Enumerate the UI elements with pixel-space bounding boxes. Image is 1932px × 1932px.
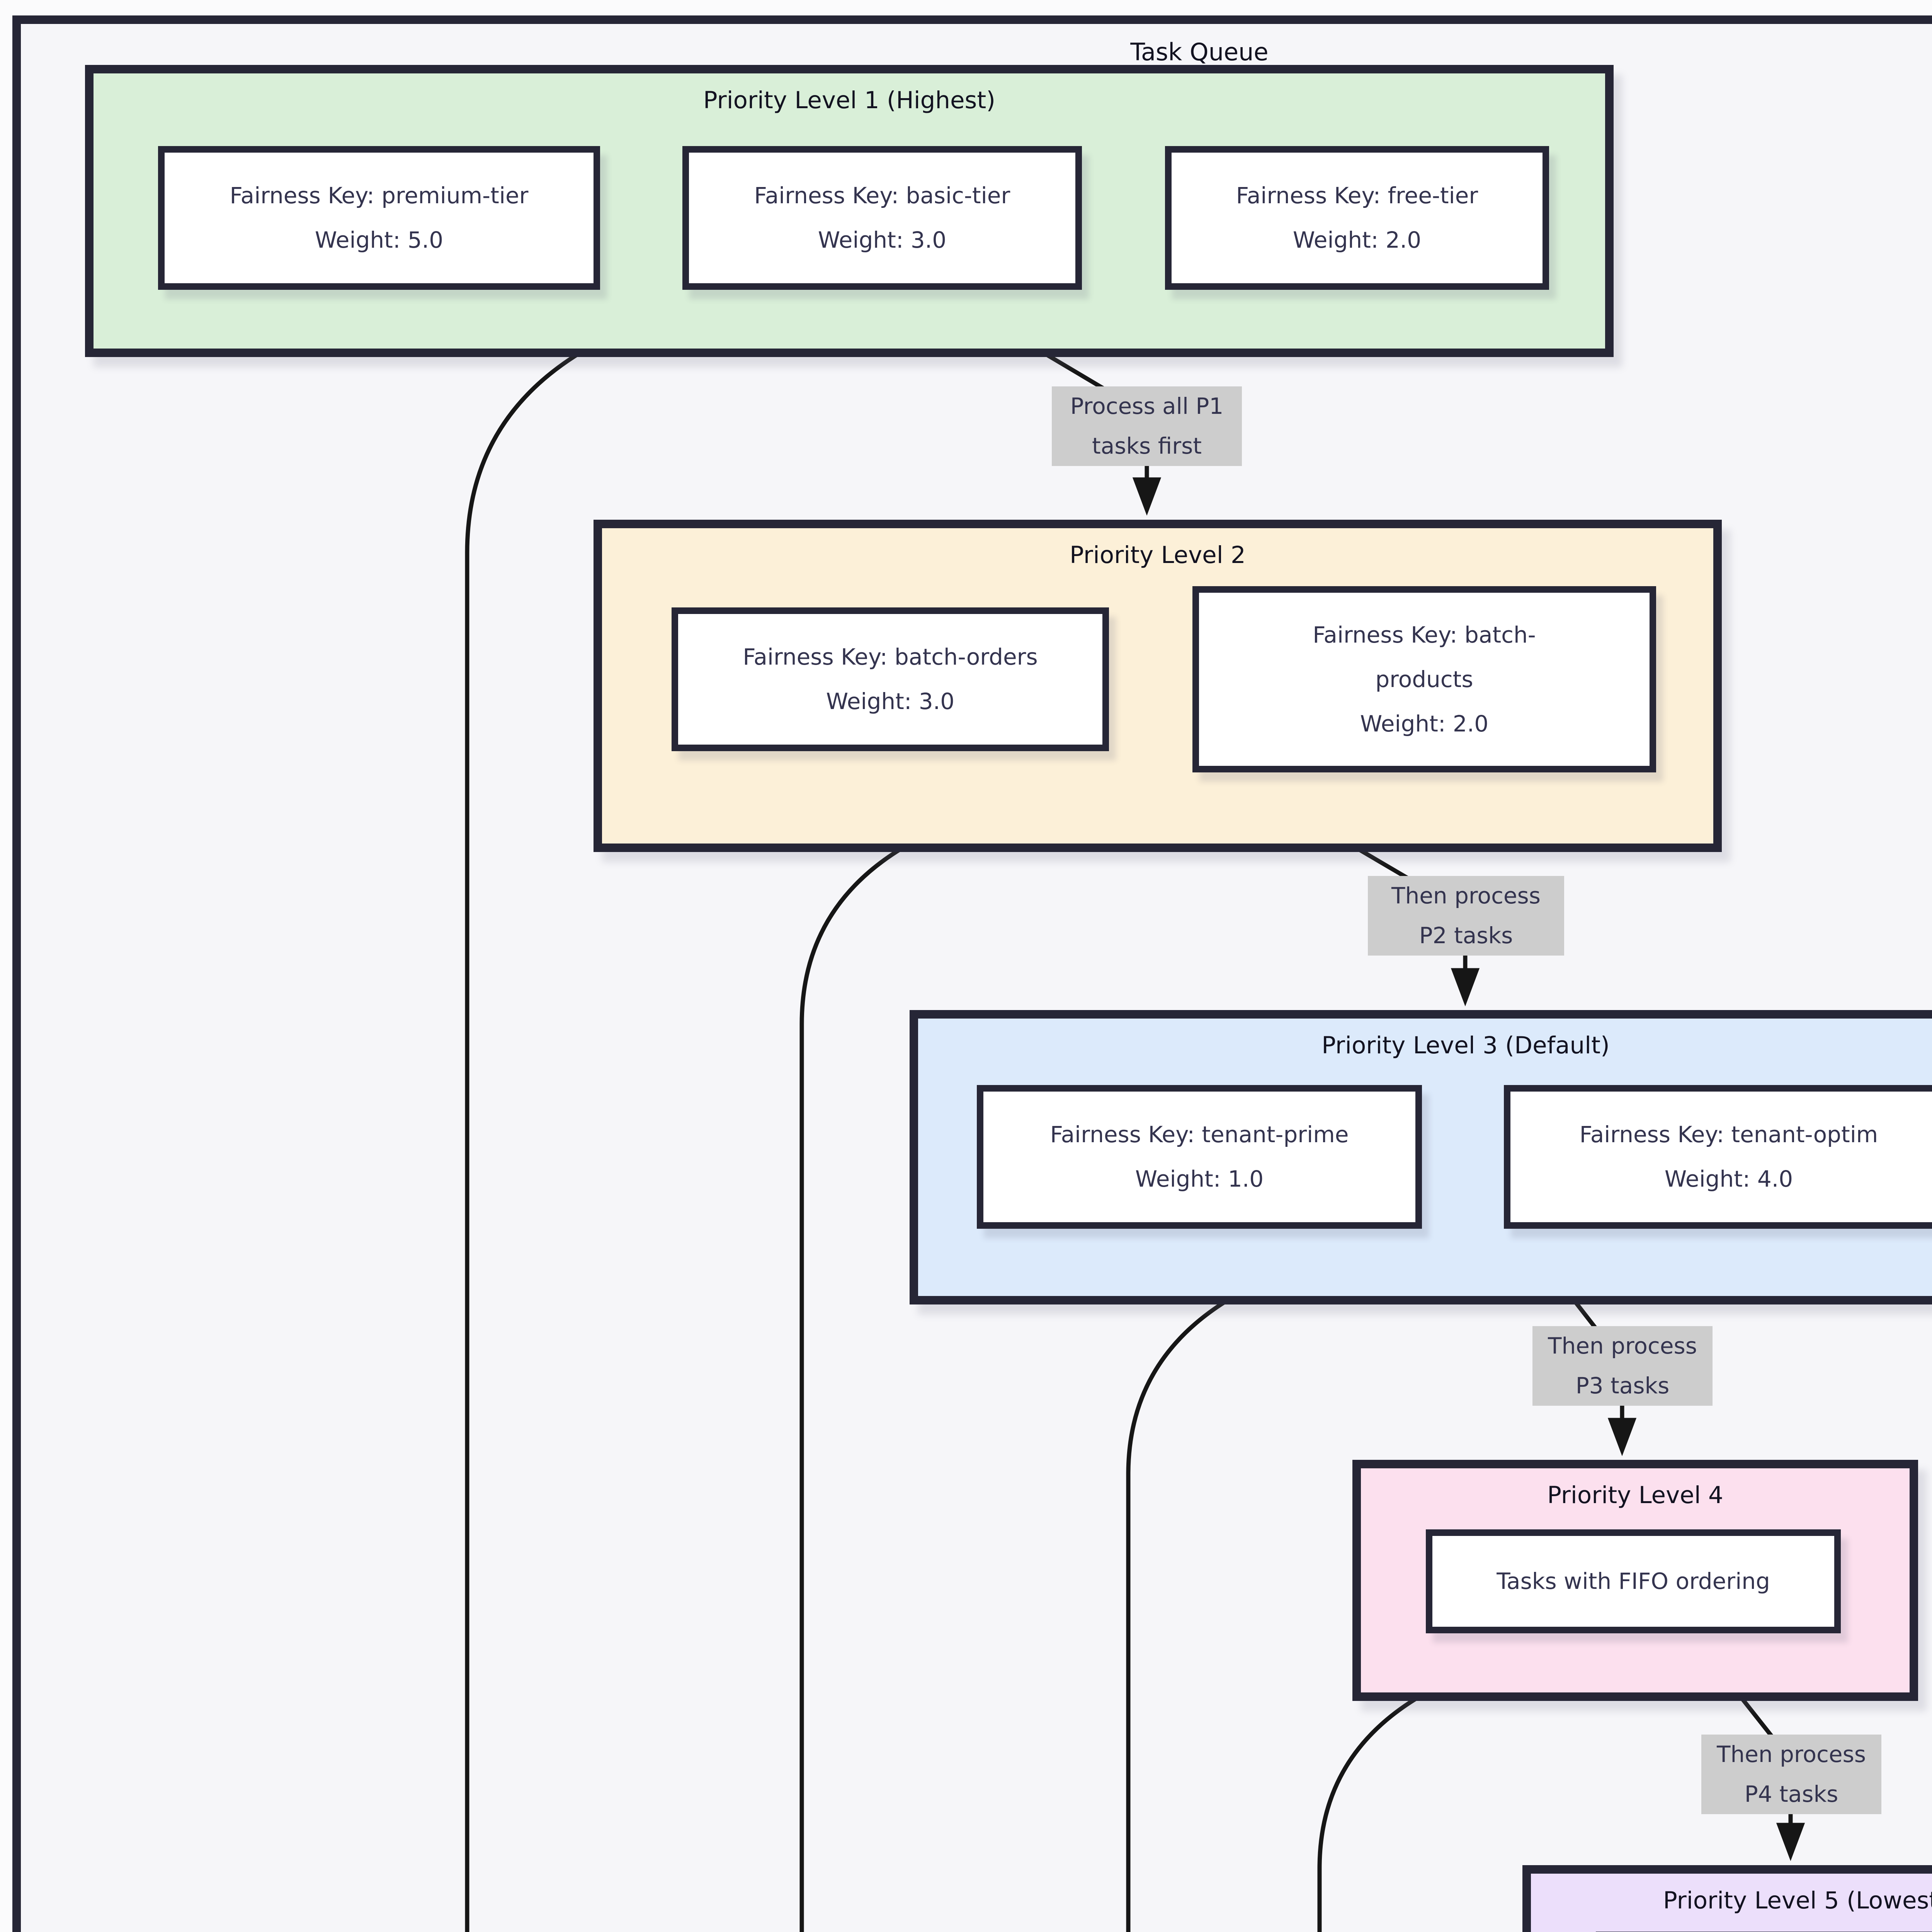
edge-label-p2-p3: Then process P2 tasks — [1368, 876, 1564, 956]
edge-label-p1-p2: Process all P1 tasks first — [1052, 386, 1242, 466]
node-fifo-p4: Tasks with FIFO ordering — [1426, 1529, 1841, 1633]
edge-p1-to-workers — [465, 338, 605, 1932]
node-text-line: Weight: 3.0 — [818, 227, 947, 253]
edge-label-line: Then process — [1548, 1333, 1697, 1359]
cluster-priority-3: Priority Level 3 (Default) Fairness Key:… — [910, 1010, 1932, 1304]
node-text-line: Fairness Key: free-tier — [1236, 182, 1478, 209]
node-text-line: Weight: 3.0 — [826, 688, 955, 714]
node-free-tier: Fairness Key: free-tier Weight: 2.0 — [1165, 146, 1549, 290]
node-text-line: products — [1375, 666, 1473, 692]
edge-label-line: Then process — [1717, 1741, 1866, 1767]
edge-label-p3-p4: Then process P3 tasks — [1532, 1326, 1713, 1406]
cluster-priority-4: Priority Level 4 Tasks with FIFO orderin… — [1352, 1460, 1918, 1701]
node-text-line: Weight: 4.0 — [1664, 1166, 1793, 1192]
cluster-priority-2: Priority Level 2 Fairness Key: batch-ord… — [594, 520, 1722, 852]
node-batch-products: Fairness Key: batch- products Weight: 2.… — [1192, 586, 1656, 772]
node-text-line: Fairness Key: tenant-prime — [1050, 1121, 1349, 1148]
edge-p3-to-workers — [1126, 1286, 1250, 1932]
node-tenant-optim: Fairness Key: tenant-optim Weight: 4.0 — [1504, 1085, 1932, 1229]
node-text-line: Fairness Key: basic-tier — [754, 182, 1010, 209]
cluster-priority-2-title: Priority Level 2 — [1070, 541, 1246, 569]
edge-label-line: tasks first — [1092, 433, 1202, 459]
edge-label-line: Process all P1 — [1070, 393, 1224, 419]
cluster-priority-3-title: Priority Level 3 (Default) — [1321, 1032, 1610, 1059]
cluster-priority-5-title: Priority Level 5 (Lowest) — [1663, 1887, 1932, 1914]
node-basic-tier: Fairness Key: basic-tier Weight: 3.0 — [682, 146, 1082, 290]
node-tenant-prime: Fairness Key: tenant-prime Weight: 1.0 — [977, 1085, 1422, 1229]
node-text-line: Fairness Key: batch-orders — [743, 644, 1038, 670]
node-text-line: Weight: 1.0 — [1135, 1166, 1264, 1192]
cluster-priority-4-title: Priority Level 4 — [1547, 1481, 1723, 1509]
node-text-line: Fairness Key: tenant-optim — [1579, 1121, 1878, 1148]
node-text-line: Weight: 2.0 — [1293, 227, 1422, 253]
cluster-priority-1-title: Priority Level 1 (Highest) — [703, 87, 996, 114]
node-premium-tier: Fairness Key: premium-tier Weight: 5.0 — [158, 146, 600, 290]
node-text-line: Fairness Key: batch- — [1313, 621, 1536, 648]
edge-p4-to-workers — [1317, 1682, 1444, 1932]
cluster-priority-1: Priority Level 1 (Highest) Fairness Key:… — [85, 65, 1614, 357]
node-text-line: Weight: 2.0 — [1360, 710, 1489, 737]
edge-label-line: P2 tasks — [1419, 922, 1513, 949]
cluster-priority-5: Priority Level 5 (Lowest) Tasks with FIF… — [1522, 1865, 1932, 1932]
edge-label-line: P4 tasks — [1744, 1781, 1838, 1807]
node-batch-orders: Fairness Key: batch-orders Weight: 3.0 — [672, 607, 1109, 751]
task-queue-title: Task Queue — [1130, 38, 1269, 66]
node-text-line: Weight: 5.0 — [315, 227, 444, 253]
node-text-line: Tasks with FIFO ordering — [1497, 1568, 1770, 1594]
edge-label-p4-p5: Then process P4 tasks — [1701, 1735, 1881, 1814]
edge-label-line: Then process — [1391, 883, 1541, 909]
node-text-line: Fairness Key: premium-tier — [230, 182, 529, 209]
edge-label-line: P3 tasks — [1575, 1372, 1670, 1399]
edge-p2-to-workers — [799, 833, 928, 1932]
